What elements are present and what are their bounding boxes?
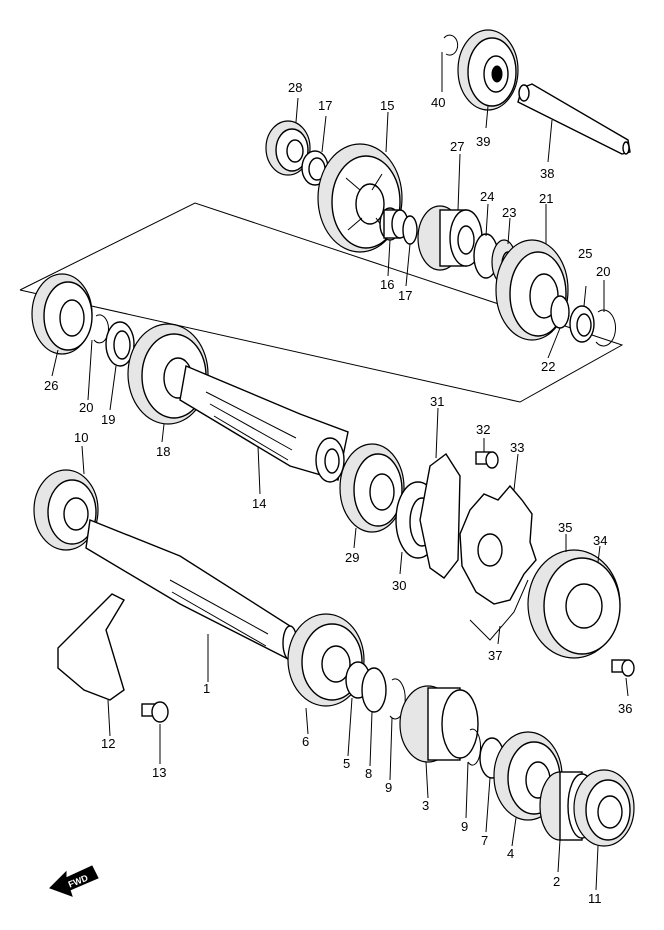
callout-28: 28 (288, 80, 302, 95)
callout-26: 26 (44, 378, 58, 393)
callout-3: 3 (422, 798, 429, 813)
part-19-washer (105, 321, 135, 367)
callout-13: 13 (152, 765, 166, 780)
callout-6: 6 (302, 734, 309, 749)
callout-39: 39 (476, 134, 490, 149)
part-39-gear (457, 29, 519, 111)
callout-23: 23 (502, 205, 516, 220)
part-37-chain (469, 579, 529, 641)
callout-12: 12 (101, 736, 115, 751)
callout-20a: 20 (79, 400, 93, 415)
callout-leaders (51, 52, 629, 891)
callout-9b: 9 (461, 819, 468, 834)
fwd-label: FWD (67, 872, 90, 889)
callout-34: 34 (593, 533, 607, 548)
callout-25: 25 (578, 246, 592, 261)
callout-17a: 17 (318, 98, 332, 113)
part-12-plate (57, 593, 125, 701)
callout-37: 37 (488, 648, 502, 663)
callout-21: 21 (539, 191, 553, 206)
callout-38: 38 (540, 166, 554, 181)
part-22-bushing (550, 295, 570, 329)
part-1-main-shaft (85, 519, 298, 662)
callout-1: 1 (203, 681, 210, 696)
callout-20b: 20 (596, 264, 610, 279)
fwd-arrow-icon: FWD (49, 865, 99, 897)
callout-9a: 9 (385, 780, 392, 795)
part-29-bearing (339, 443, 405, 533)
callout-10: 10 (74, 430, 88, 445)
callout-32: 32 (476, 422, 490, 437)
callout-15: 15 (380, 98, 394, 113)
callout-17b: 17 (398, 288, 412, 303)
callout-18: 18 (156, 444, 170, 459)
callout-31: 31 (430, 394, 444, 409)
callout-labels: 1 2 3 4 5 6 7 8 9 9 10 11 12 13 14 15 16… (44, 80, 632, 906)
callout-30: 30 (392, 578, 406, 593)
callout-29: 29 (345, 550, 359, 565)
part-31-retainer (419, 452, 461, 579)
callout-2: 2 (553, 874, 560, 889)
part-40-circlip (443, 34, 459, 56)
callout-36: 36 (618, 701, 632, 716)
part-3-gear (399, 685, 479, 763)
callout-24: 24 (480, 189, 494, 204)
callout-14: 14 (252, 496, 266, 511)
callout-5: 5 (343, 756, 350, 771)
callout-40: 40 (431, 95, 445, 110)
callout-16: 16 (380, 277, 394, 292)
callout-11: 11 (588, 891, 602, 906)
part-27-gear (417, 205, 483, 271)
callout-22: 22 (541, 359, 555, 374)
part-28-bearing (265, 120, 311, 176)
part-25-washer (569, 305, 595, 343)
part-8-washer (361, 667, 387, 713)
callout-33: 33 (510, 440, 524, 455)
part-17-washer-lower (402, 215, 418, 245)
part-33-sprocket (459, 484, 537, 605)
part-36-bolt (611, 659, 635, 677)
part-14-countershaft (179, 365, 349, 483)
callout-27: 27 (450, 139, 464, 154)
part-35-34-drum (527, 549, 621, 659)
callout-4: 4 (507, 846, 514, 861)
assembly-group-outline (19, 202, 624, 403)
callout-7: 7 (481, 833, 488, 848)
part-10-bearing (33, 469, 99, 551)
part-26-gear (31, 273, 93, 355)
callout-19: 19 (101, 412, 115, 427)
part-20-circlip-right (595, 309, 616, 347)
part-32-bolt (475, 451, 499, 469)
callout-35: 35 (558, 520, 572, 535)
part-38-tapered-shaft (517, 83, 631, 155)
part-11-bearing (573, 769, 635, 847)
callout-8: 8 (365, 766, 372, 781)
part-13-bolt (141, 701, 169, 723)
